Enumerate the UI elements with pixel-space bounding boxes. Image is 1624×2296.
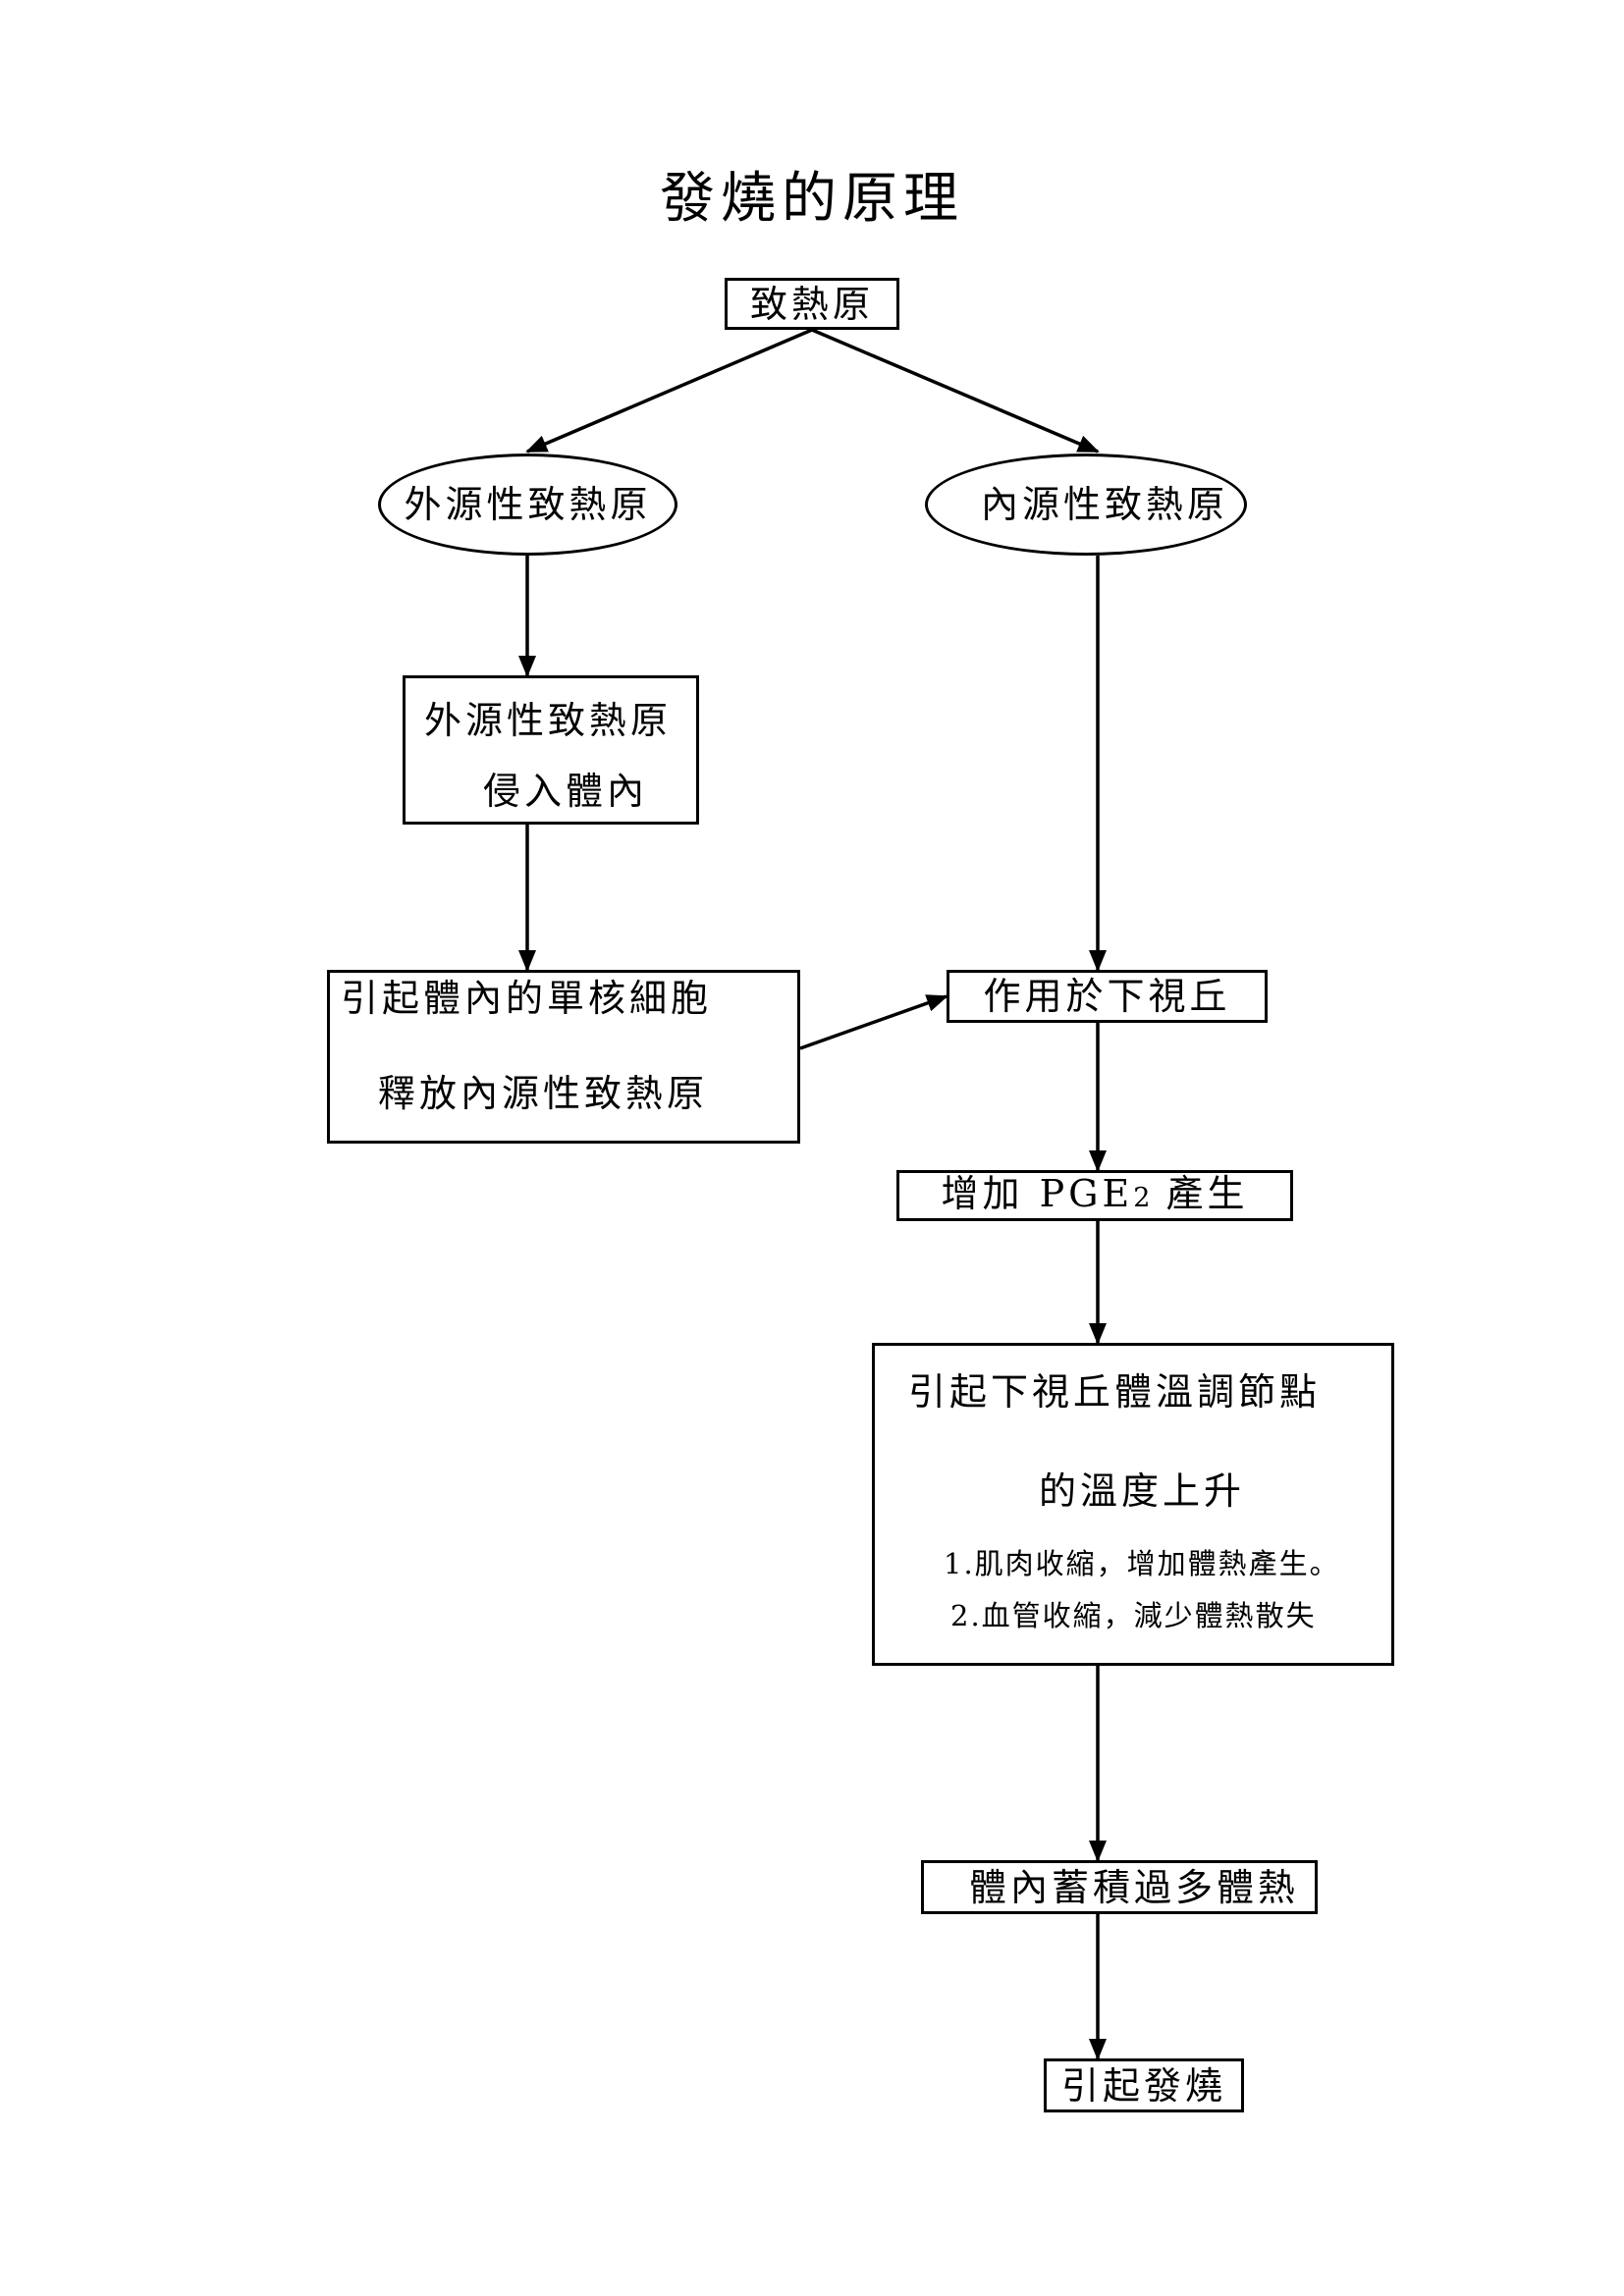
node-monocyte-line1: 引起體內的單核細胞 (341, 977, 713, 1020)
node-monocyte-line2: 釋放內源性致熱原 (378, 1072, 709, 1115)
node-endogenous-pyrogen-label: 內源性致熱原 (980, 483, 1228, 526)
node-excess-heat: 體內蓄積過多體熱 (921, 1860, 1318, 1914)
arrow-monocyte-to-hypothalamus (799, 994, 948, 1050)
arrow-root-to-endogenous (811, 328, 1100, 454)
node-invade-line2: 侵入體內 (483, 770, 649, 813)
node-pge2-subscript: 2 (1133, 1182, 1151, 1213)
node-causes-fever: 引起發燒 (1044, 2058, 1244, 2112)
node-acts-on-hypothalamus: 作用於下視丘 (947, 970, 1268, 1023)
node-excess-heat-label: 體內蓄積過多體熱 (968, 1865, 1299, 1909)
node-endogenous-pyrogen: 內源性致熱原 (925, 454, 1247, 556)
arrow-root-to-exogenous (525, 328, 813, 454)
node-pyrogen-invades-body: 外源性致熱原 侵入體內 (403, 675, 699, 825)
page-title: 發燒的原理 (660, 167, 964, 231)
node-pge2-suffix: 產生 (1150, 1171, 1249, 1215)
node-exogenous-pyrogen-label: 外源性致熱原 (404, 483, 652, 526)
node-setpoint-note1: 1.肌肉收縮，增加體熱產生。 (944, 1547, 1340, 1580)
node-pge2-prefix: 增加 PGE (941, 1171, 1134, 1215)
node-setpoint-note2: 2.血管收縮，減少體熱散失 (950, 1599, 1317, 1632)
node-invade-line1: 外源性致熱原 (424, 699, 673, 742)
node-pyrogen-label: 致熱原 (749, 282, 874, 326)
node-monocyte-release: 引起體內的單核細胞 釋放內源性致熱原 (327, 970, 800, 1144)
node-setpoint-rises: 引起下視丘體溫調節點 的溫度上升 1.肌肉收縮，增加體熱產生。 2.血管收縮，減… (872, 1343, 1394, 1666)
node-exogenous-pyrogen: 外源性致熱原 (378, 454, 677, 556)
node-pge2-label: 增加 PGE2 產生 (941, 1171, 1248, 1221)
node-setpoint-line1: 引起下視丘體溫調節點 (908, 1370, 1322, 1414)
node-hypothalamus-label: 作用於下視丘 (983, 975, 1231, 1018)
node-pyrogen: 致熱原 (725, 278, 899, 330)
node-increase-pge2: 增加 PGE2 產生 (896, 1170, 1293, 1221)
node-fever-label: 引起發燒 (1060, 2063, 1226, 2108)
node-setpoint-line2: 的溫度上升 (1039, 1469, 1246, 1513)
